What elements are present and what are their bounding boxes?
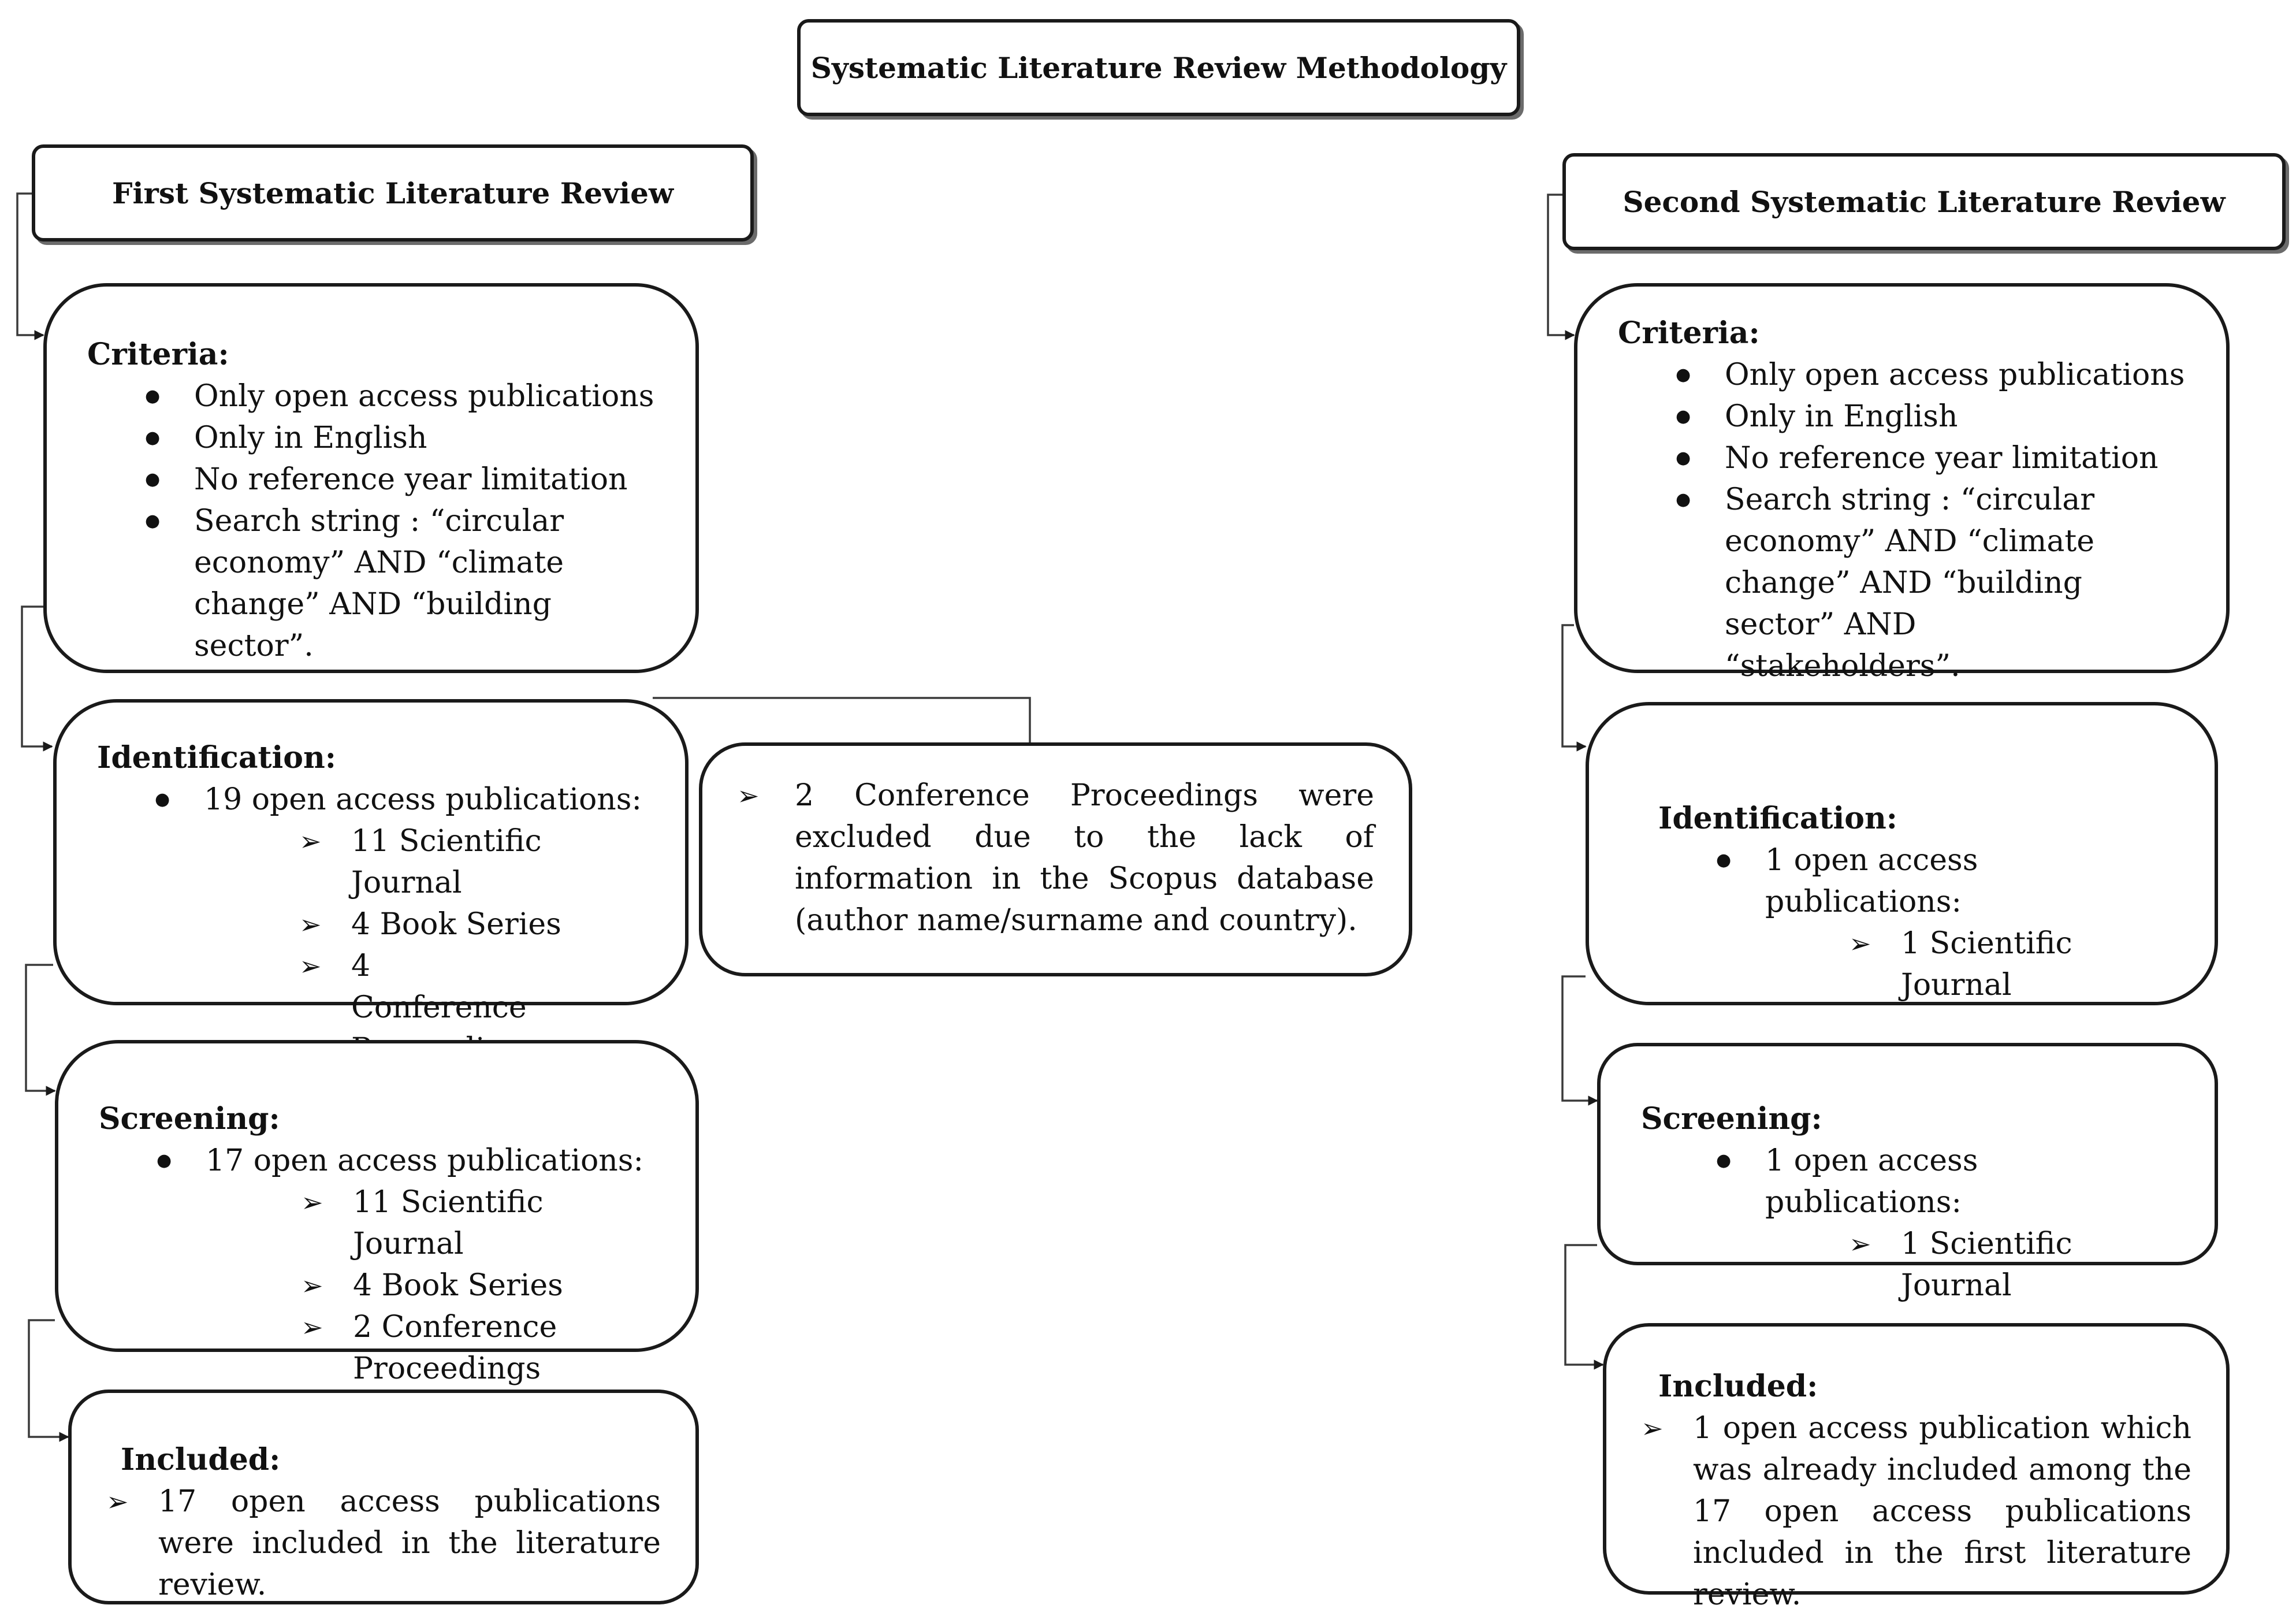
first-identification-list: 19 open access publications: — [97, 779, 650, 820]
first-criteria-box: Criteria: Only open access publications … — [43, 283, 699, 673]
first-criteria-list: Only open access publications Only in En… — [87, 376, 661, 667]
first-identification-title: Identification: — [97, 740, 336, 775]
first-screening-bullet: 17 open access publications: — [99, 1140, 661, 1182]
first-criteria-item: Search string : “circular economy” AND “… — [87, 500, 661, 667]
connector-first-criteria-to-identification — [21, 605, 53, 752]
second-identification-subitem: 1 Scientific Journal — [1849, 923, 2180, 1006]
first-exclusion-note-box: 2 Conference Proceedings were excluded d… — [699, 742, 1412, 976]
second-included-list: 1 open access publication which was alre… — [1641, 1407, 2191, 1615]
first-included-list: 17 open access publications were include… — [106, 1481, 661, 1606]
second-criteria-list: Only open access publications Only in En… — [1618, 354, 2191, 687]
first-included-text: 17 open access publications were include… — [106, 1481, 661, 1606]
first-identification-bullet: 19 open access publications: — [97, 779, 650, 820]
first-screening-list: 17 open access publications: — [99, 1140, 661, 1182]
first-identification-box: Identification: 19 open access publicati… — [53, 699, 689, 1067]
second-criteria-item: Only in English — [1618, 396, 2191, 437]
first-screening-subitem: 11 Scientific Journal — [301, 1182, 661, 1265]
first-exclusion-list: 2 Conference Proceedings were excluded d… — [737, 775, 1374, 941]
second-screening-subitem: 1 Scientific Journal — [1849, 1223, 2180, 1306]
second-identification-title: Identification: — [1658, 801, 1897, 836]
second-identification-list: 1 open access publications: — [1658, 839, 2180, 923]
first-criteria-item: No reference year limitation — [87, 459, 661, 500]
second-criteria-title: Criteria: — [1618, 315, 1760, 351]
second-criteria-item: Only open access publications — [1618, 354, 2191, 396]
first-review-header-box: First Systematic Literature Review — [32, 144, 754, 242]
second-identification-box: Identification: 1 open access publicatio… — [1586, 702, 2218, 1005]
first-included-title: Included: — [121, 1442, 281, 1477]
first-screening-sublist: 11 Scientific Journal 4 Book Series 2 Co… — [301, 1182, 661, 1390]
second-included-text: 1 open access publication which was alre… — [1641, 1407, 2191, 1615]
first-criteria-item: Only in English — [87, 417, 661, 459]
diagram-title-box: Systematic Literature Review Methodology — [797, 19, 1520, 116]
connector-second-screening-to-included — [1564, 1244, 1604, 1370]
first-identification-sublist: 11 Scientific Journal 4 Book Series 4 Co… — [299, 820, 650, 1070]
second-screening-list: 1 open access publications: — [1658, 1140, 2180, 1223]
connector-second-criteria-to-identification — [1561, 624, 1587, 752]
first-exclusion-note: 2 Conference Proceedings were excluded d… — [737, 775, 1374, 941]
first-identification-subitem: 4 Conference Proceedings — [299, 945, 650, 1070]
first-identification-subitem: 11 Scientific Journal — [299, 820, 650, 904]
first-criteria-title: Criteria: — [87, 337, 229, 372]
second-review-header-box: Second Systematic Literature Review — [1562, 153, 2286, 250]
connector-first-header-to-criteria — [16, 192, 44, 340]
second-criteria-item: No reference year limitation — [1618, 437, 2191, 479]
second-included-box: Included: 1 open access publication whic… — [1603, 1323, 2230, 1612]
second-screening-bullet: 1 open access publications: — [1658, 1140, 2180, 1223]
first-included-box: Included: 17 open access publications we… — [68, 1390, 699, 1604]
first-identification-subitem: 4 Book Series — [299, 904, 650, 945]
connector-second-header-to-criteria — [1547, 194, 1575, 340]
second-included-title: Included: — [1658, 1369, 1818, 1404]
diagram-title: Systematic Literature Review Methodology — [810, 50, 1507, 85]
second-screening-box: Screening: 1 open access publications: 1… — [1597, 1043, 2218, 1303]
second-screening-title: Screening: — [1641, 1101, 1822, 1136]
second-screening-sublist: 1 Scientific Journal — [1849, 1223, 2180, 1306]
second-identification-sublist: 1 Scientific Journal — [1849, 923, 2180, 1006]
connector-first-screening-to-included — [28, 1319, 69, 1442]
second-criteria-box: Criteria: Only open access publications … — [1574, 283, 2230, 683]
first-screening-box: Screening: 17 open access publications: … — [55, 1040, 699, 1386]
first-criteria-item: Only open access publications — [87, 376, 661, 417]
first-screening-title: Screening: — [99, 1101, 280, 1136]
second-review-header: Second Systematic Literature Review — [1623, 184, 2226, 219]
second-criteria-item: Search string : “circular economy” AND “… — [1618, 479, 2191, 687]
connector-second-identification-to-screening — [1561, 975, 1598, 1106]
first-screening-subitem: 4 Book Series — [301, 1265, 661, 1306]
connector-first-identification-to-screening — [25, 964, 56, 1096]
first-review-header: First Systematic Literature Review — [111, 176, 674, 210]
second-identification-bullet: 1 open access publications: — [1658, 839, 2180, 923]
first-screening-subitem: 2 Conference Proceedings — [301, 1306, 661, 1390]
